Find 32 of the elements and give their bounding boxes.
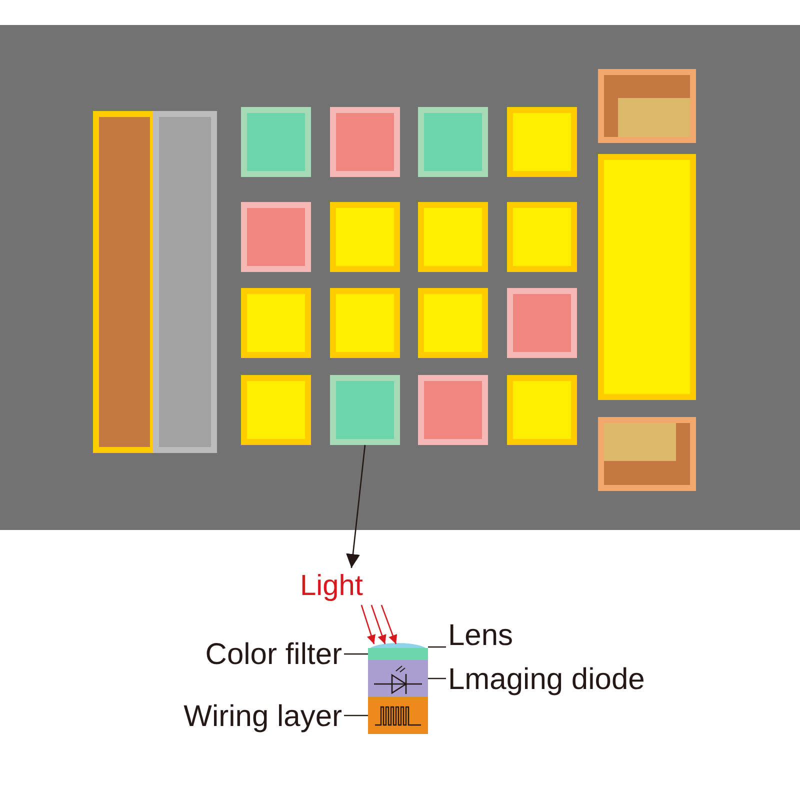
pixel-square xyxy=(507,107,577,177)
leader-line xyxy=(428,646,446,648)
pixel-square xyxy=(241,107,311,177)
pixel-square xyxy=(330,107,400,177)
pixel-square xyxy=(330,202,400,272)
pixel-square xyxy=(330,288,400,358)
pixel-square xyxy=(241,288,311,358)
wiring-layer xyxy=(368,697,428,734)
pixel-square xyxy=(241,375,311,445)
callout-label: Lmaging diode xyxy=(448,663,645,697)
pixel-square xyxy=(507,375,577,445)
pixel-square xyxy=(418,202,488,272)
arrow xyxy=(346,444,366,568)
light-label: Light xyxy=(300,569,363,603)
pixel-square xyxy=(507,202,577,272)
light-ray-arrow xyxy=(360,604,376,644)
color-filter-layer xyxy=(368,648,428,660)
callout-label: Wiring layer xyxy=(184,700,342,734)
pixel-square xyxy=(507,288,577,358)
leader-line xyxy=(344,714,368,716)
pixel-square xyxy=(241,202,311,272)
callout-label: Lens xyxy=(448,619,514,653)
light-ray-arrow xyxy=(380,604,398,644)
callout-label: Color filter xyxy=(205,638,342,672)
pixel-square xyxy=(418,288,488,358)
light-ray-arrow xyxy=(370,604,386,644)
leader-line xyxy=(428,678,446,680)
diode-layer xyxy=(368,660,428,697)
pixel-square xyxy=(418,107,488,177)
pixel-square xyxy=(418,375,488,445)
leader-line xyxy=(344,653,368,655)
pixel-square xyxy=(330,375,400,445)
